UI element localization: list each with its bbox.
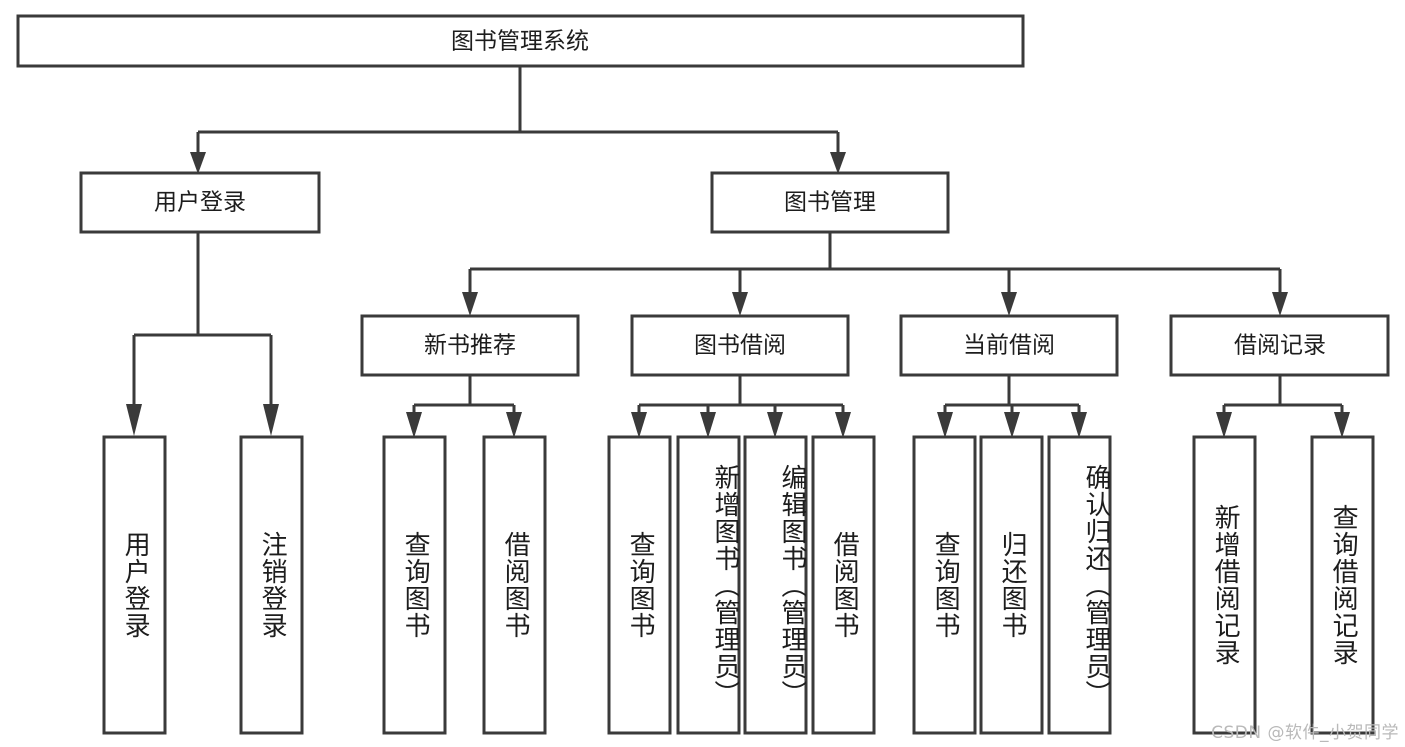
leaf-edit-book-box[interactable] — [743, 435, 808, 735]
leaf-query-book-3-box[interactable] — [912, 435, 977, 735]
leaf-query-book-2-box[interactable] — [607, 435, 672, 735]
arrowhead-leaf-confirm-return — [1071, 412, 1087, 438]
leaf-borrow-book-1-label: 借阅图书 — [500, 531, 531, 639]
leaf-query-book-3-textwrap: 查询图书 — [930, 531, 961, 639]
node-new-book-rec-box[interactable] — [360, 314, 580, 377]
node-user-login-box[interactable] — [79, 171, 321, 234]
leaf-add-record[interactable]: 新增借阅记录 — [1192, 435, 1257, 735]
leaf-add-record-textwrap: 新增借阅记录 — [1210, 504, 1241, 666]
leaf-query-book-2-label: 查询图书 — [625, 531, 656, 639]
arrowhead-new-book-rec — [462, 292, 478, 316]
leaf-query-book-2-textwrap: 查询图书 — [625, 531, 656, 639]
arrowhead-leaf-borrow-book-2 — [835, 412, 851, 438]
connector-layer — [126, 66, 1350, 438]
node-book-manage-label: 图书管理 — [784, 190, 876, 216]
leaf-return-book-textwrap: 归还图书 — [997, 531, 1028, 639]
node-book-manage-box[interactable] — [710, 171, 950, 234]
leaf-borrow-book-2[interactable]: 借阅图书 — [811, 435, 876, 735]
arrowhead-leaf-query-record — [1334, 412, 1350, 438]
node-current-borrow-label: 当前借阅 — [963, 333, 1055, 359]
leaf-logout-box[interactable] — [239, 435, 304, 735]
arrowhead-current-borrow — [1001, 292, 1017, 316]
arrowhead-book-manage — [830, 152, 846, 174]
leaf-borrow-book-2-box[interactable] — [811, 435, 876, 735]
node-root[interactable]: 图书管理系统 — [16, 14, 1025, 68]
leaf-query-book-3[interactable]: 查询图书 — [912, 435, 977, 735]
leaf-add-record-box[interactable] — [1192, 435, 1257, 735]
arrowhead-leaf-return-book — [1004, 412, 1020, 438]
arrowhead-leaf-borrow-book-1 — [506, 412, 522, 438]
watermark-text: CSDN @软件_小贺同学 — [1211, 723, 1399, 743]
leaf-user-login-textwrap: 用户登录 — [120, 531, 151, 639]
leaf-query-record-textwrap: 查询借阅记录 — [1328, 504, 1359, 666]
leaf-query-book-2[interactable]: 查询图书 — [607, 435, 672, 735]
leaf-edit-book-label: 编辑图书（管理员） — [777, 463, 806, 707]
leaf-user-login-box[interactable] — [102, 435, 167, 735]
node-new-book-rec[interactable]: 新书推荐 — [360, 314, 580, 377]
node-book-borrow-label: 图书借阅 — [694, 333, 786, 359]
node-borrow-record-label: 借阅记录 — [1234, 333, 1326, 359]
arrowhead-leaf-add-book — [700, 412, 716, 438]
node-book-borrow-box[interactable] — [630, 314, 850, 377]
leaf-query-record-box[interactable] — [1310, 435, 1375, 735]
leaf-query-book-1-label: 查询图书 — [400, 531, 431, 639]
leaf-confirm-return[interactable]: 确认归还（管理员） — [1047, 435, 1112, 735]
node-current-borrow-box[interactable] — [899, 314, 1119, 377]
arrowhead-leaf-logout — [263, 404, 279, 436]
leaf-edit-book[interactable]: 编辑图书（管理员） — [743, 435, 808, 735]
leaf-logout[interactable]: 注销登录 — [239, 435, 304, 735]
leaf-borrow-book-2-textwrap: 借阅图书 — [829, 531, 860, 639]
leaf-edit-book-textwrap: 编辑图书（管理员） — [777, 463, 806, 707]
leaf-borrow-book-1-textwrap: 借阅图书 — [500, 531, 531, 639]
arrowhead-leaf-user-login — [126, 404, 142, 436]
leaf-query-record-label: 查询借阅记录 — [1328, 504, 1359, 666]
leaf-confirm-return-box[interactable] — [1047, 435, 1112, 735]
arrowhead-borrow-record — [1272, 292, 1288, 316]
leaf-add-book-box[interactable] — [676, 435, 741, 735]
leaf-add-book[interactable]: 新增图书（管理员） — [676, 435, 741, 735]
leaf-user-login[interactable]: 用户登录 — [102, 435, 167, 735]
leaf-add-record-label: 新增借阅记录 — [1210, 504, 1241, 666]
leaf-query-book-1-textwrap: 查询图书 — [400, 531, 431, 639]
leaf-return-book-label: 归还图书 — [997, 531, 1028, 639]
leaf-return-book-box[interactable] — [979, 435, 1044, 735]
arrowhead-leaf-edit-book — [767, 412, 783, 438]
node-user-login-label: 用户登录 — [154, 190, 246, 216]
arrowhead-book-borrow — [732, 292, 748, 316]
leaf-add-book-label: 新增图书（管理员） — [710, 463, 739, 707]
leaf-query-book-1[interactable]: 查询图书 — [382, 435, 447, 735]
node-current-borrow[interactable]: 当前借阅 — [899, 314, 1119, 377]
leaf-confirm-return-textwrap: 确认归还（管理员） — [1081, 463, 1110, 707]
node-borrow-record[interactable]: 借阅记录 — [1169, 314, 1390, 377]
node-user-login[interactable]: 用户登录 — [79, 171, 321, 234]
arrowhead-leaf-query-book-1 — [406, 412, 422, 438]
node-book-manage[interactable]: 图书管理 — [710, 171, 950, 234]
leaf-add-book-textwrap: 新增图书（管理员） — [710, 463, 739, 707]
leaf-user-login-label: 用户登录 — [120, 531, 151, 639]
arrowhead-leaf-query-book-2 — [631, 412, 647, 438]
leaf-return-book[interactable]: 归还图书 — [979, 435, 1044, 735]
leaf-logout-label: 注销登录 — [257, 531, 288, 639]
node-root-box[interactable] — [16, 14, 1025, 68]
arrowhead-user-login — [190, 152, 206, 174]
arrowhead-leaf-add-record — [1216, 412, 1232, 438]
leaf-confirm-return-label: 确认归还（管理员） — [1081, 463, 1110, 707]
leaf-query-book-1-box[interactable] — [382, 435, 447, 735]
leaf-borrow-book-1-box[interactable] — [482, 435, 547, 735]
leaf-query-record[interactable]: 查询借阅记录 — [1310, 435, 1375, 735]
leaf-query-book-3-label: 查询图书 — [930, 531, 961, 639]
leaf-borrow-book-1[interactable]: 借阅图书 — [482, 435, 547, 735]
node-new-book-rec-label: 新书推荐 — [424, 333, 516, 359]
leaf-logout-textwrap: 注销登录 — [257, 531, 288, 639]
arrowhead-leaf-query-book-3 — [937, 412, 953, 438]
node-book-borrow[interactable]: 图书借阅 — [630, 314, 850, 377]
node-borrow-record-box[interactable] — [1169, 314, 1390, 377]
leaf-borrow-book-2-label: 借阅图书 — [829, 531, 860, 639]
node-root-label: 图书管理系统 — [451, 29, 589, 55]
